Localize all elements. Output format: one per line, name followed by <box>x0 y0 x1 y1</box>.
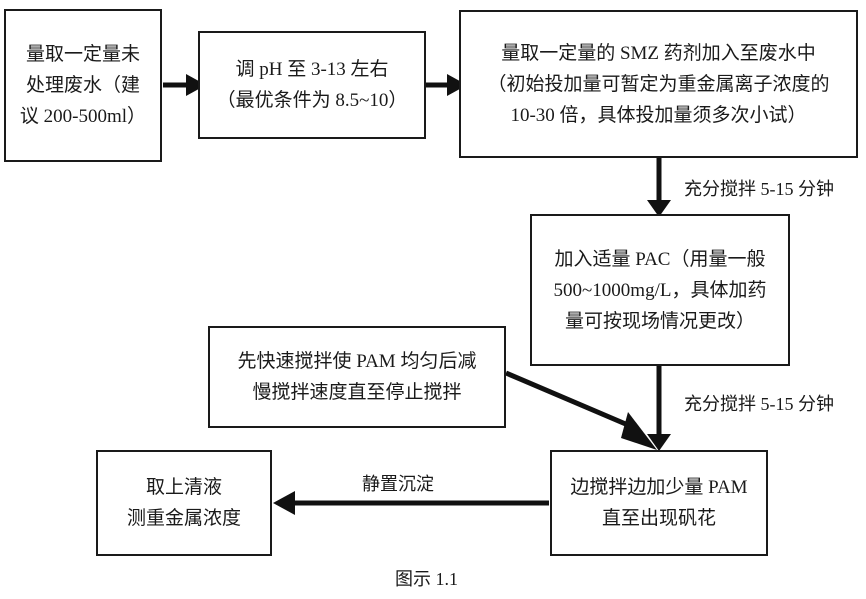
arrow-stirspeed-to-pam <box>505 370 657 450</box>
edge-label-stir-2: 充分搅拌 5-15 分钟 <box>684 394 834 414</box>
node-line: 议 200-500ml） <box>19 106 147 127</box>
arrow-sample-to-ph <box>163 74 206 96</box>
node-line: 先快速搅拌使 PAM 均匀后减 <box>237 351 477 372</box>
node-adjust-ph[interactable]: 调 pH 至 3-13 左右 （最优条件为 8.5~10） <box>198 31 426 139</box>
node-line: （初始投加量可暂定为重金属离子浓度的 <box>487 73 830 95</box>
node-line: （最优条件为 8.5~10） <box>216 90 408 111</box>
node-line: 量取一定量未 <box>25 44 140 65</box>
edge-label-settle: 静置沉淀 <box>362 474 434 494</box>
arrow-ph-to-smz <box>426 74 467 96</box>
arrow-pac-to-pam <box>647 366 671 451</box>
node-line: 量可按现场情况更改） <box>564 310 755 332</box>
edge-label-stir-1: 充分搅拌 5-15 分钟 <box>684 179 834 199</box>
figure-caption: 图示 1.1 <box>395 569 458 589</box>
arrow-smz-to-pac <box>647 158 671 217</box>
node-add-smz[interactable]: 量取一定量的 SMZ 药剂加入至废水中 （初始投加量可暂定为重金属离子浓度的 1… <box>459 10 858 158</box>
node-sample-wastewater[interactable]: 量取一定量未 处理废水（建 议 200-500ml） <box>4 9 162 162</box>
node-line: 量取一定量的 SMZ 药剂加入至废水中 <box>501 42 816 64</box>
node-line: 10-30 倍，具体投加量须多次小试） <box>510 104 807 126</box>
node-line: 直至出现矾花 <box>601 508 716 529</box>
arrow-pam-to-supernatant <box>273 491 549 515</box>
node-line: 500~1000mg/L，具体加药 <box>553 279 767 301</box>
node-line: 处理废水（建 <box>25 75 140 96</box>
node-line: 慢搅拌速度直至停止搅拌 <box>252 382 462 403</box>
node-line: 测重金属浓度 <box>126 508 241 529</box>
node-line: 调 pH 至 3-13 左右 <box>235 59 389 80</box>
node-line: 加入适量 PAC（用量一般 <box>554 248 766 270</box>
node-line: 取上清液 <box>145 477 222 498</box>
node-add-pac[interactable]: 加入适量 PAC（用量一般 500~1000mg/L，具体加药 量可按现场情况更… <box>530 214 790 366</box>
node-line: 边搅拌边加少量 PAM <box>570 477 748 498</box>
node-measure-supernatant[interactable]: 取上清液 测重金属浓度 <box>96 450 272 556</box>
node-stir-pam-speed[interactable]: 先快速搅拌使 PAM 均匀后减 慢搅拌速度直至停止搅拌 <box>208 326 506 428</box>
node-add-pam[interactable]: 边搅拌边加少量 PAM 直至出现矾花 <box>550 450 768 556</box>
